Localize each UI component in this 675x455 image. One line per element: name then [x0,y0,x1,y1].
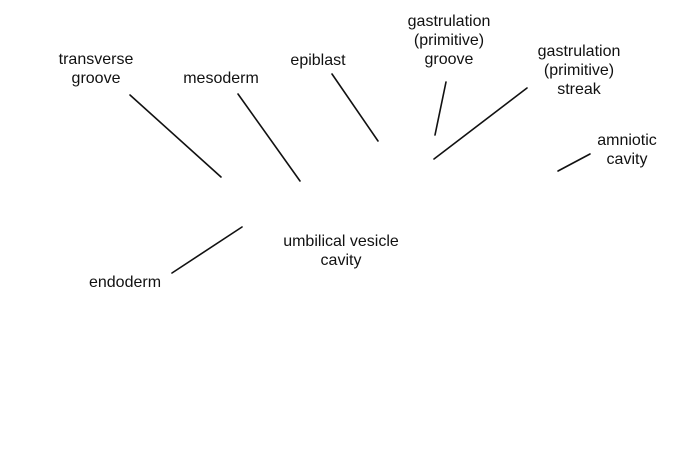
label-line: transverse [58,51,134,68]
label-gastrulation-streak: gastrulation (primitive) streak [538,42,621,99]
label-amniotic-cavity: amniotic cavity [597,131,657,169]
leader-line-gastrulation-streak [433,87,528,160]
label-endoderm: endoderm [89,273,161,292]
label-line: groove [71,70,121,87]
label-umbilical-vesicle-cavity: umbilical vesicle cavity [283,232,399,270]
label-line: (primitive) [413,32,485,49]
leader-line-transverse-groove [129,94,222,178]
label-line: groove [424,51,474,68]
label-gastrulation-groove: gastrulation (primitive) groove [408,12,491,69]
label-line: cavity [606,151,648,168]
label-mesoderm: mesoderm [183,69,259,88]
leader-line-gastrulation-groove [434,81,447,136]
label-line: epiblast [290,52,346,69]
label-line: umbilical vesicle [283,233,399,250]
label-line: endoderm [88,274,162,291]
label-transverse-groove: transverse groove [59,50,134,88]
leader-line-amniotic-cavity [557,153,591,172]
label-line: amniotic [597,132,657,149]
leader-line-mesoderm [237,93,301,182]
leader-line-epiblast [331,73,379,142]
label-line: gastrulation [407,13,491,30]
label-line: streak [557,81,601,98]
label-line: cavity [320,252,362,269]
label-line: gastrulation [537,43,621,60]
leader-line-endoderm [171,226,243,274]
label-line: (primitive) [543,62,615,79]
label-line: mesoderm [183,70,259,87]
label-epiblast: epiblast [290,51,345,70]
